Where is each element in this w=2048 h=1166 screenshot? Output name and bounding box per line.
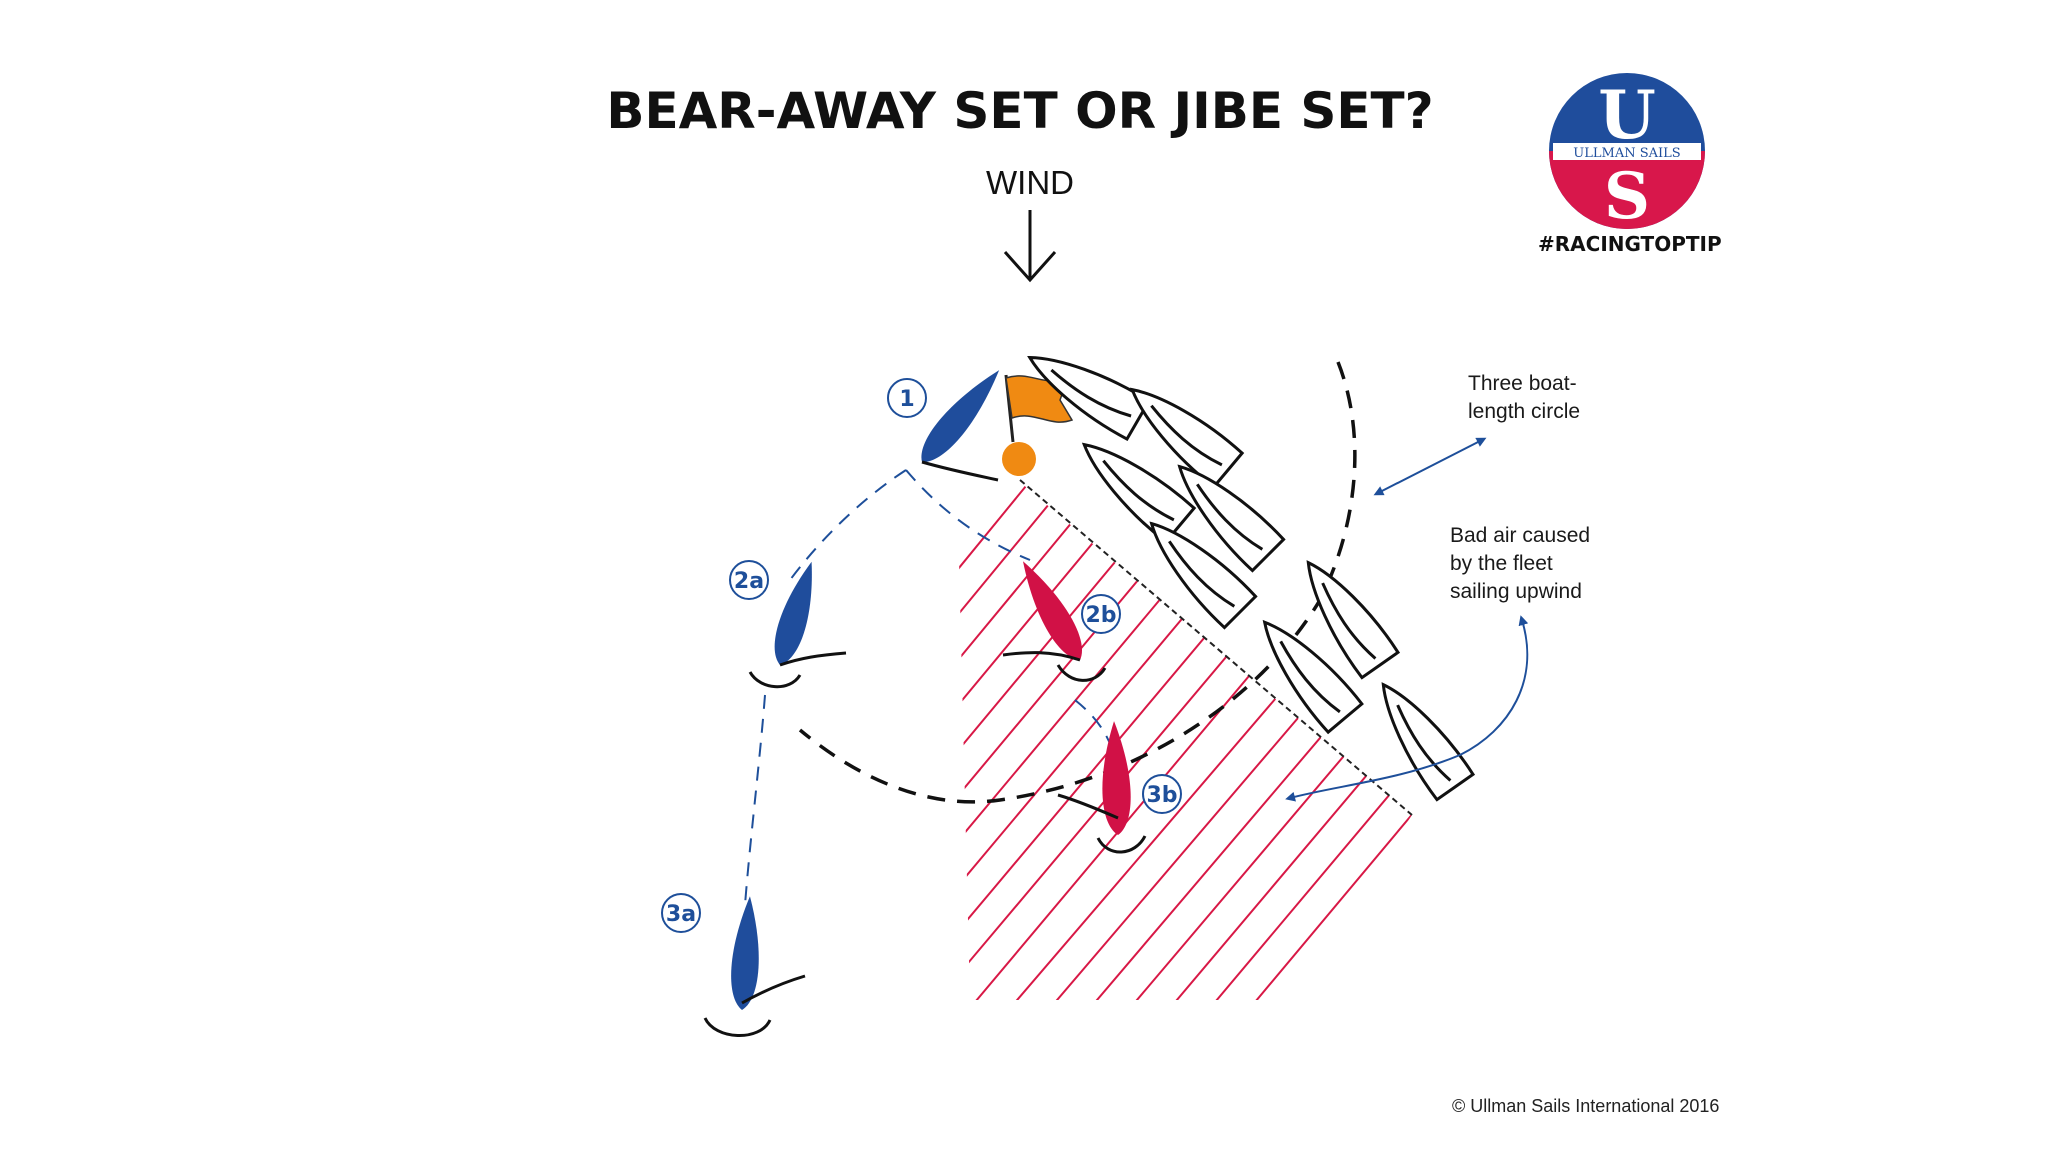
svg-text:2a: 2a [734,569,764,594]
logo-band-text: ULLMAN SAILS [1573,146,1680,161]
three-boat-length-circle [798,361,1357,804]
ullman-sails-logo: U ULLMAN SAILS S [1549,73,1705,234]
label-2a: 2a [729,560,769,600]
label-3b: 3b [1142,774,1182,814]
fleet-boat [1017,336,1151,441]
track-2a-to-3a [744,694,766,906]
svg-text:2b: 2b [1085,603,1116,628]
track-1-to-2b [905,469,1031,561]
hashtag-label: #RACINGTOPTIP [1538,232,1722,256]
svg-text:3b: 3b [1146,783,1177,808]
bad-air-note-arrow [1285,615,1529,802]
position-labels: 1 2a 2b 3a 3b [661,378,1182,933]
logo-letter-u: U [1598,76,1656,154]
fleet-boat [1068,426,1196,544]
fleet-boat [1363,670,1475,802]
upwind-fleet [1017,336,1475,802]
boat-position-3a [703,895,806,1037]
label-2b: 2b [1081,594,1121,634]
bad-air-boundary [1019,479,1413,816]
note-line: length circle [1468,400,1581,423]
boat-position-3b [1057,720,1147,854]
boat-position-2a [748,557,847,689]
three-boat-length-note: Three boat- length circle [1468,370,1580,426]
boat-position-2b [1002,554,1107,682]
mark-buoy-icon [1002,442,1036,476]
wind-label: WIND [986,164,1074,201]
svg-text:1: 1 [899,387,914,412]
label-1: 1 [887,378,927,418]
fleet-boat [1162,449,1286,573]
fleet-boat [1116,371,1244,489]
boat-position-1 [911,361,1010,482]
note-line: Bad air caused [1450,524,1591,547]
wind-arrow-icon [1003,210,1057,283]
note-line: by the fleet [1450,552,1553,575]
note-line: sailing upwind [1450,580,1582,603]
label-3a: 3a [661,893,701,933]
circle-note-arrow [1373,437,1487,496]
logo-letter-s: S [1604,159,1650,234]
svg-text:3a: 3a [666,902,696,927]
bad-air-zone [958,482,1412,1000]
track-1-to-2a [789,469,907,581]
copyright-notice: © Ullman Sails International 2016 [1452,1096,1720,1116]
note-line: Three boat- [1468,372,1577,395]
fleet-boat [1134,506,1258,630]
bad-air-note: Bad air caused by the fleet sailing upwi… [1450,522,1590,606]
page-title: BEAR-AWAY SET OR JIBE SET? [606,82,1434,140]
